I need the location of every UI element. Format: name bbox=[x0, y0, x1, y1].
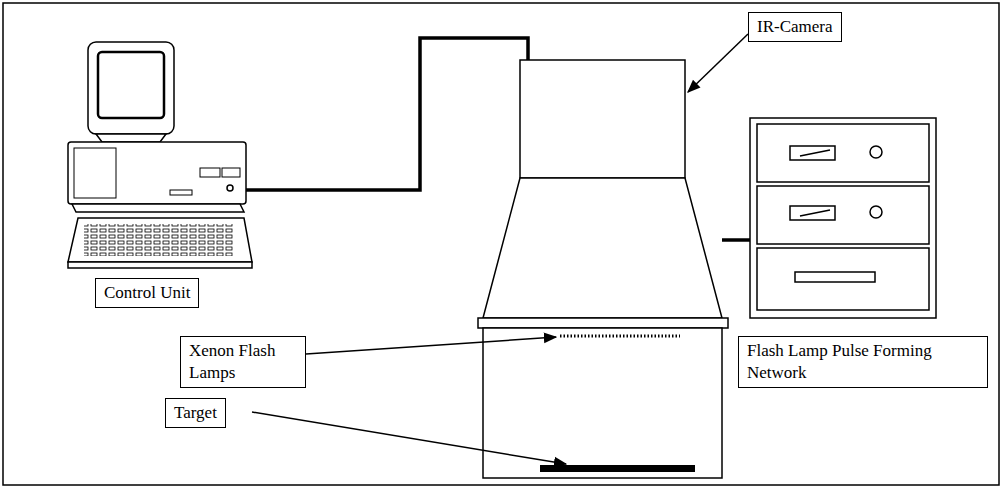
camera-housing bbox=[478, 60, 728, 478]
power-cable bbox=[722, 238, 750, 242]
leader-lines bbox=[252, 34, 748, 464]
label-box: Xenon Flash Lamps bbox=[180, 336, 306, 388]
data-cable bbox=[246, 38, 528, 190]
label-text: Xenon Flash Lamps bbox=[189, 340, 297, 384]
label-text: Target bbox=[174, 402, 217, 424]
label-text: Flash Lamp Pulse Forming Network bbox=[747, 340, 979, 384]
label-text: Control Unit bbox=[104, 282, 190, 304]
label-box: IR-Camera bbox=[748, 12, 842, 42]
label-box: Flash Lamp Pulse Forming Network bbox=[738, 336, 988, 388]
flash-lamp-row bbox=[560, 335, 680, 338]
label-box: Control Unit bbox=[95, 278, 199, 308]
label-text: IR-Camera bbox=[757, 16, 833, 38]
label-box: Target bbox=[165, 398, 226, 428]
pfn-cabinet bbox=[750, 118, 936, 318]
frame bbox=[3, 3, 999, 485]
computer bbox=[68, 42, 252, 268]
target-plate bbox=[540, 465, 695, 472]
